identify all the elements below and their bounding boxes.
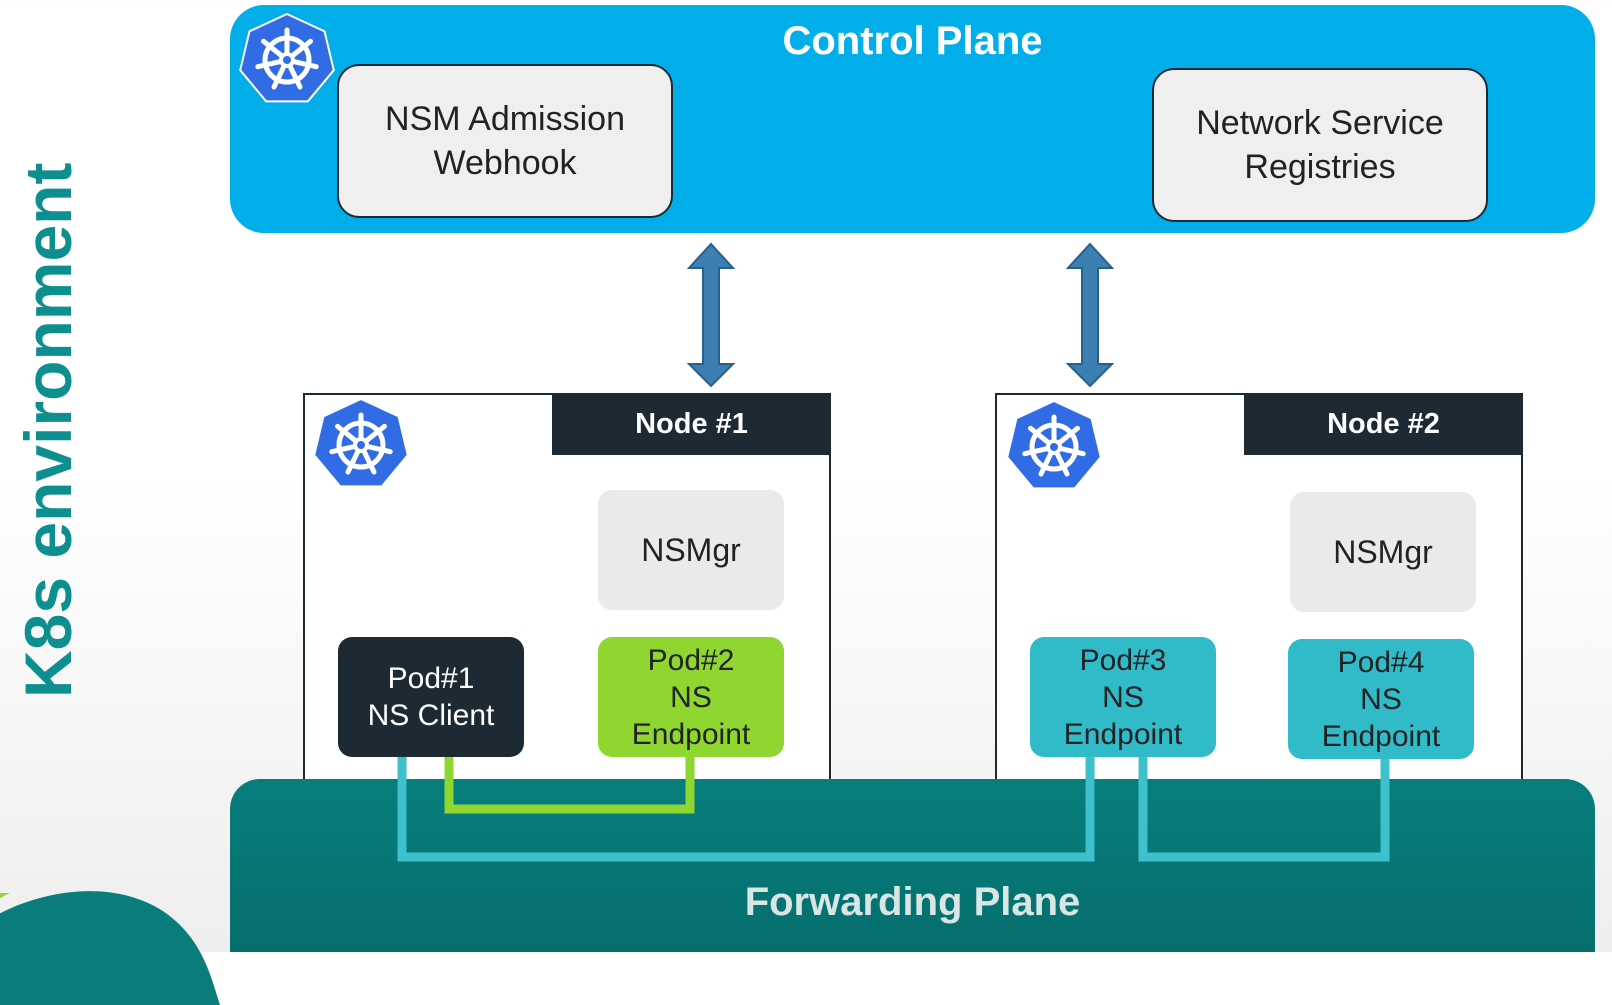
double-arrow-icon-right: [1065, 242, 1115, 388]
double-arrow-icon-left: [686, 242, 736, 388]
node-2-header: Node #2: [1244, 393, 1523, 455]
pod-1-ns-client: Pod#1 NS Client: [338, 637, 524, 757]
kubernetes-logo-icon: [313, 397, 409, 488]
control-plane-title: Control Plane: [782, 19, 1043, 63]
pod-1-label: Pod#1 NS Client: [367, 662, 495, 732]
pod-4-ns-endpoint: Pod#4 NS Endpoint: [1288, 639, 1474, 759]
node-2-title: Node #2: [1327, 407, 1440, 440]
pod-4-label: Pod#4 NS Endpoint: [1321, 645, 1441, 753]
node-1-nsmgr: NSMgr: [598, 490, 784, 610]
node-1-title: Node #1: [635, 407, 748, 440]
webhook-label: NSM Admission Webhook: [385, 100, 625, 182]
side-label-text: K8s environment: [11, 162, 85, 698]
pod-3-ns-endpoint: Pod#3 NS Endpoint: [1030, 637, 1216, 757]
pod-2-ns-endpoint: Pod#2 NS Endpoint: [598, 637, 784, 757]
nsm-admission-webhook-box: NSM Admission Webhook: [337, 64, 673, 218]
pod-3-label: Pod#3 NS Endpoint: [1063, 643, 1183, 751]
node-1-header: Node #1: [552, 393, 831, 455]
corner-decoration: [0, 891, 220, 1005]
nsmgr-label: NSMgr: [641, 531, 741, 568]
pod-2-label: Pod#2 NS Endpoint: [631, 643, 751, 751]
kubernetes-logo-icon: [239, 12, 335, 103]
forwarding-plane-title: Forwarding Plane: [744, 880, 1081, 924]
network-service-registries-box: Network Service Registries: [1152, 68, 1488, 222]
kubernetes-logo-icon: [1006, 399, 1102, 490]
registries-label: Network Service Registries: [1196, 104, 1444, 186]
forwarding-plane: [230, 779, 1595, 952]
node-2-nsmgr: NSMgr: [1290, 492, 1476, 612]
nsmgr-label: NSMgr: [1333, 533, 1433, 570]
